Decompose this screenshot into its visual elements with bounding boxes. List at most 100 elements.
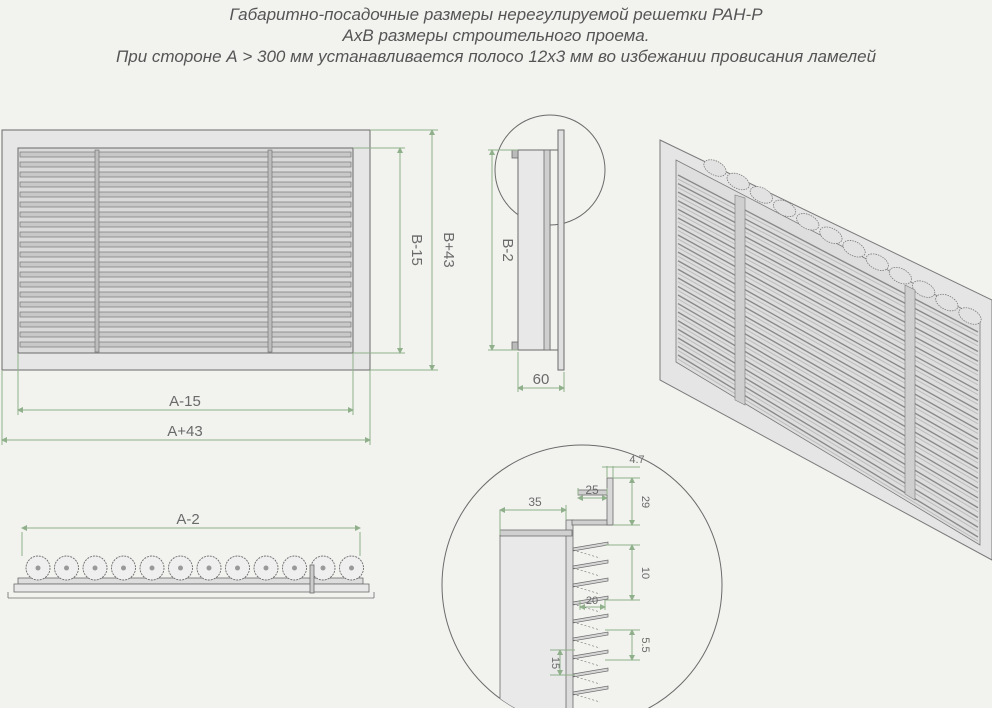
diagram-caption: Габаритно-посадочные размеры нерегулируе… — [0, 4, 992, 67]
front-slat — [19, 231, 352, 238]
perspective-slat-shadow — [677, 315, 979, 493]
dim-detail-20: 20 — [586, 595, 598, 607]
perspective-roller — [703, 159, 727, 177]
perspective-slat-shadow — [677, 298, 979, 474]
caption-line-1: Габаритно-посадочные размеры нерегулируе… — [229, 5, 763, 24]
perspective-slat — [677, 217, 979, 382]
front-support-left — [94, 149, 100, 353]
perspective-slat — [677, 277, 979, 450]
dim-detail-10: 10 — [639, 567, 651, 579]
top-roller-hub — [35, 565, 41, 571]
detail-fin-hidden — [572, 675, 601, 685]
front-slat — [19, 271, 352, 278]
perspective-top-rollers — [703, 159, 982, 325]
perspective-slat-shadow — [677, 178, 979, 337]
perspective-slat-shadow — [677, 195, 979, 356]
dim-side-height: B-2 — [499, 238, 516, 261]
front-slat — [19, 281, 352, 288]
dim-detail-25: 25 — [585, 483, 599, 497]
perspective-roller — [726, 172, 750, 191]
front-slat — [19, 241, 352, 248]
perspective-slat — [677, 285, 979, 460]
perspective-slat-shadow — [677, 247, 979, 415]
front-slat — [19, 191, 352, 198]
perspective-slat-shadow — [677, 289, 979, 464]
perspective-slat — [677, 200, 979, 362]
top-roller-hub — [64, 565, 69, 571]
perspective-slat-shadow — [677, 229, 979, 396]
perspective-slats — [677, 174, 979, 542]
perspective-slat-shadow — [677, 238, 979, 405]
front-slat — [19, 291, 352, 298]
detail-fin-hidden — [572, 585, 601, 595]
dim-front-width-outer: A+43 — [167, 423, 202, 440]
perspective-roller — [842, 240, 866, 258]
perspective-slat — [677, 208, 979, 372]
top-roller-hub — [121, 565, 126, 571]
front-slat — [19, 171, 352, 178]
detail-view — [441, 444, 723, 708]
front-slat — [19, 221, 352, 228]
dim-detail-4-7: 4.7 — [629, 454, 644, 466]
perspective-roller — [958, 307, 982, 325]
top-roller-hub — [206, 565, 212, 571]
perspective-slat — [677, 320, 979, 499]
perspective-slat — [677, 225, 979, 392]
top-flange — [13, 583, 370, 593]
perspective-slat-shadow — [677, 221, 979, 386]
front-slats — [19, 151, 352, 348]
front-slat — [19, 301, 352, 308]
perspective-slat — [677, 268, 979, 440]
perspective-slat-shadow — [677, 332, 979, 513]
front-slat — [19, 151, 352, 158]
dim-detail-29: 29 — [639, 496, 651, 508]
perspective-roller — [888, 266, 913, 285]
perspective-slat — [677, 294, 979, 470]
detail-circle — [441, 444, 723, 708]
top-roller-hub — [320, 565, 326, 571]
top-rollers — [25, 555, 364, 581]
front-slat — [19, 341, 352, 348]
dim-front-height-outer: B+43 — [440, 232, 457, 267]
detail-fin-hidden — [572, 693, 601, 703]
detail-fin-hidden — [572, 639, 601, 649]
front-slat — [19, 251, 352, 258]
perspective-slat-shadow — [677, 358, 979, 542]
perspective-slat-shadow — [677, 255, 979, 425]
perspective-slat — [677, 251, 979, 421]
top-roller-hub — [292, 565, 297, 571]
side-view — [494, 114, 606, 371]
front-slat — [19, 181, 352, 188]
side-dimensions — [488, 149, 565, 392]
dim-top-width: A-2 — [176, 511, 199, 528]
perspective-slat — [677, 302, 979, 480]
perspective-slat-shadow — [677, 281, 979, 454]
perspective-slat-shadow — [677, 187, 979, 347]
perspective-roller — [912, 280, 936, 298]
front-slat — [19, 331, 352, 338]
dim-detail-5-5: 5.5 — [639, 637, 651, 652]
detail-fin-hidden — [572, 567, 601, 577]
perspective-slat-shadow — [677, 264, 979, 435]
front-slat — [19, 201, 352, 208]
perspective-slat — [677, 174, 979, 333]
perspective-roller — [772, 199, 797, 218]
front-slat — [19, 261, 352, 268]
perspective-roller — [935, 293, 959, 312]
front-slat — [19, 161, 352, 168]
detail-fin-hidden — [572, 621, 601, 631]
perspective-opening — [675, 159, 981, 546]
front-dimensions — [1, 129, 438, 445]
top-roller-hub — [92, 565, 98, 571]
perspective-slat-shadow — [677, 324, 979, 503]
perspective-slat — [677, 354, 979, 538]
top-view — [7, 525, 375, 599]
perspective-slat — [677, 260, 979, 431]
perspective-slat — [677, 234, 979, 401]
top-roller-hub — [235, 565, 240, 571]
dim-detail-35: 35 — [528, 495, 542, 509]
perspective-slat-shadow — [677, 307, 979, 483]
perspective-roller — [749, 186, 773, 204]
front-view — [1, 129, 371, 371]
